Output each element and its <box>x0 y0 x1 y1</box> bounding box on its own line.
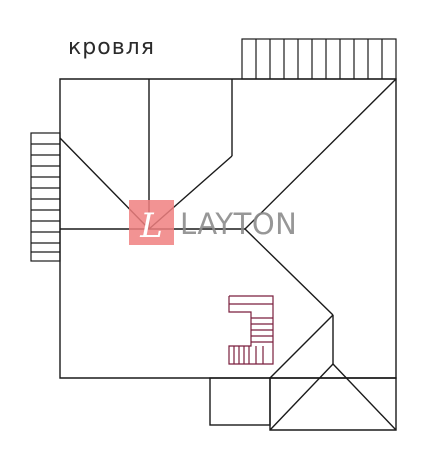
ridge-to-corner <box>269 314 334 379</box>
top-stair-frame <box>241 38 397 80</box>
ridge-lower-diagonal <box>244 228 334 316</box>
plan-title: кровля <box>68 35 155 60</box>
annex-small-block <box>209 377 271 426</box>
left-stair-frame <box>30 132 61 262</box>
interior-stair <box>228 295 274 365</box>
interior-stair-upper-treads <box>229 303 273 343</box>
ridge-left-corner <box>269 363 334 431</box>
left-stair <box>30 132 61 262</box>
layton-watermark: L LAYTON <box>129 200 297 246</box>
ridge-right-corner <box>332 363 397 431</box>
watermark-text: LAYTON <box>180 207 297 241</box>
watermark-badge <box>129 200 174 245</box>
top-stair-steps <box>255 39 383 79</box>
ridge-long-diagonal <box>244 78 397 230</box>
lower-annex <box>209 377 397 431</box>
top-stair <box>241 38 397 80</box>
interior-stair-lower-treads <box>233 346 264 364</box>
left-stair-steps <box>31 143 60 253</box>
annex-outline <box>269 377 397 431</box>
watermark-letter: L <box>139 206 163 246</box>
interior-stair-outline <box>228 295 274 365</box>
